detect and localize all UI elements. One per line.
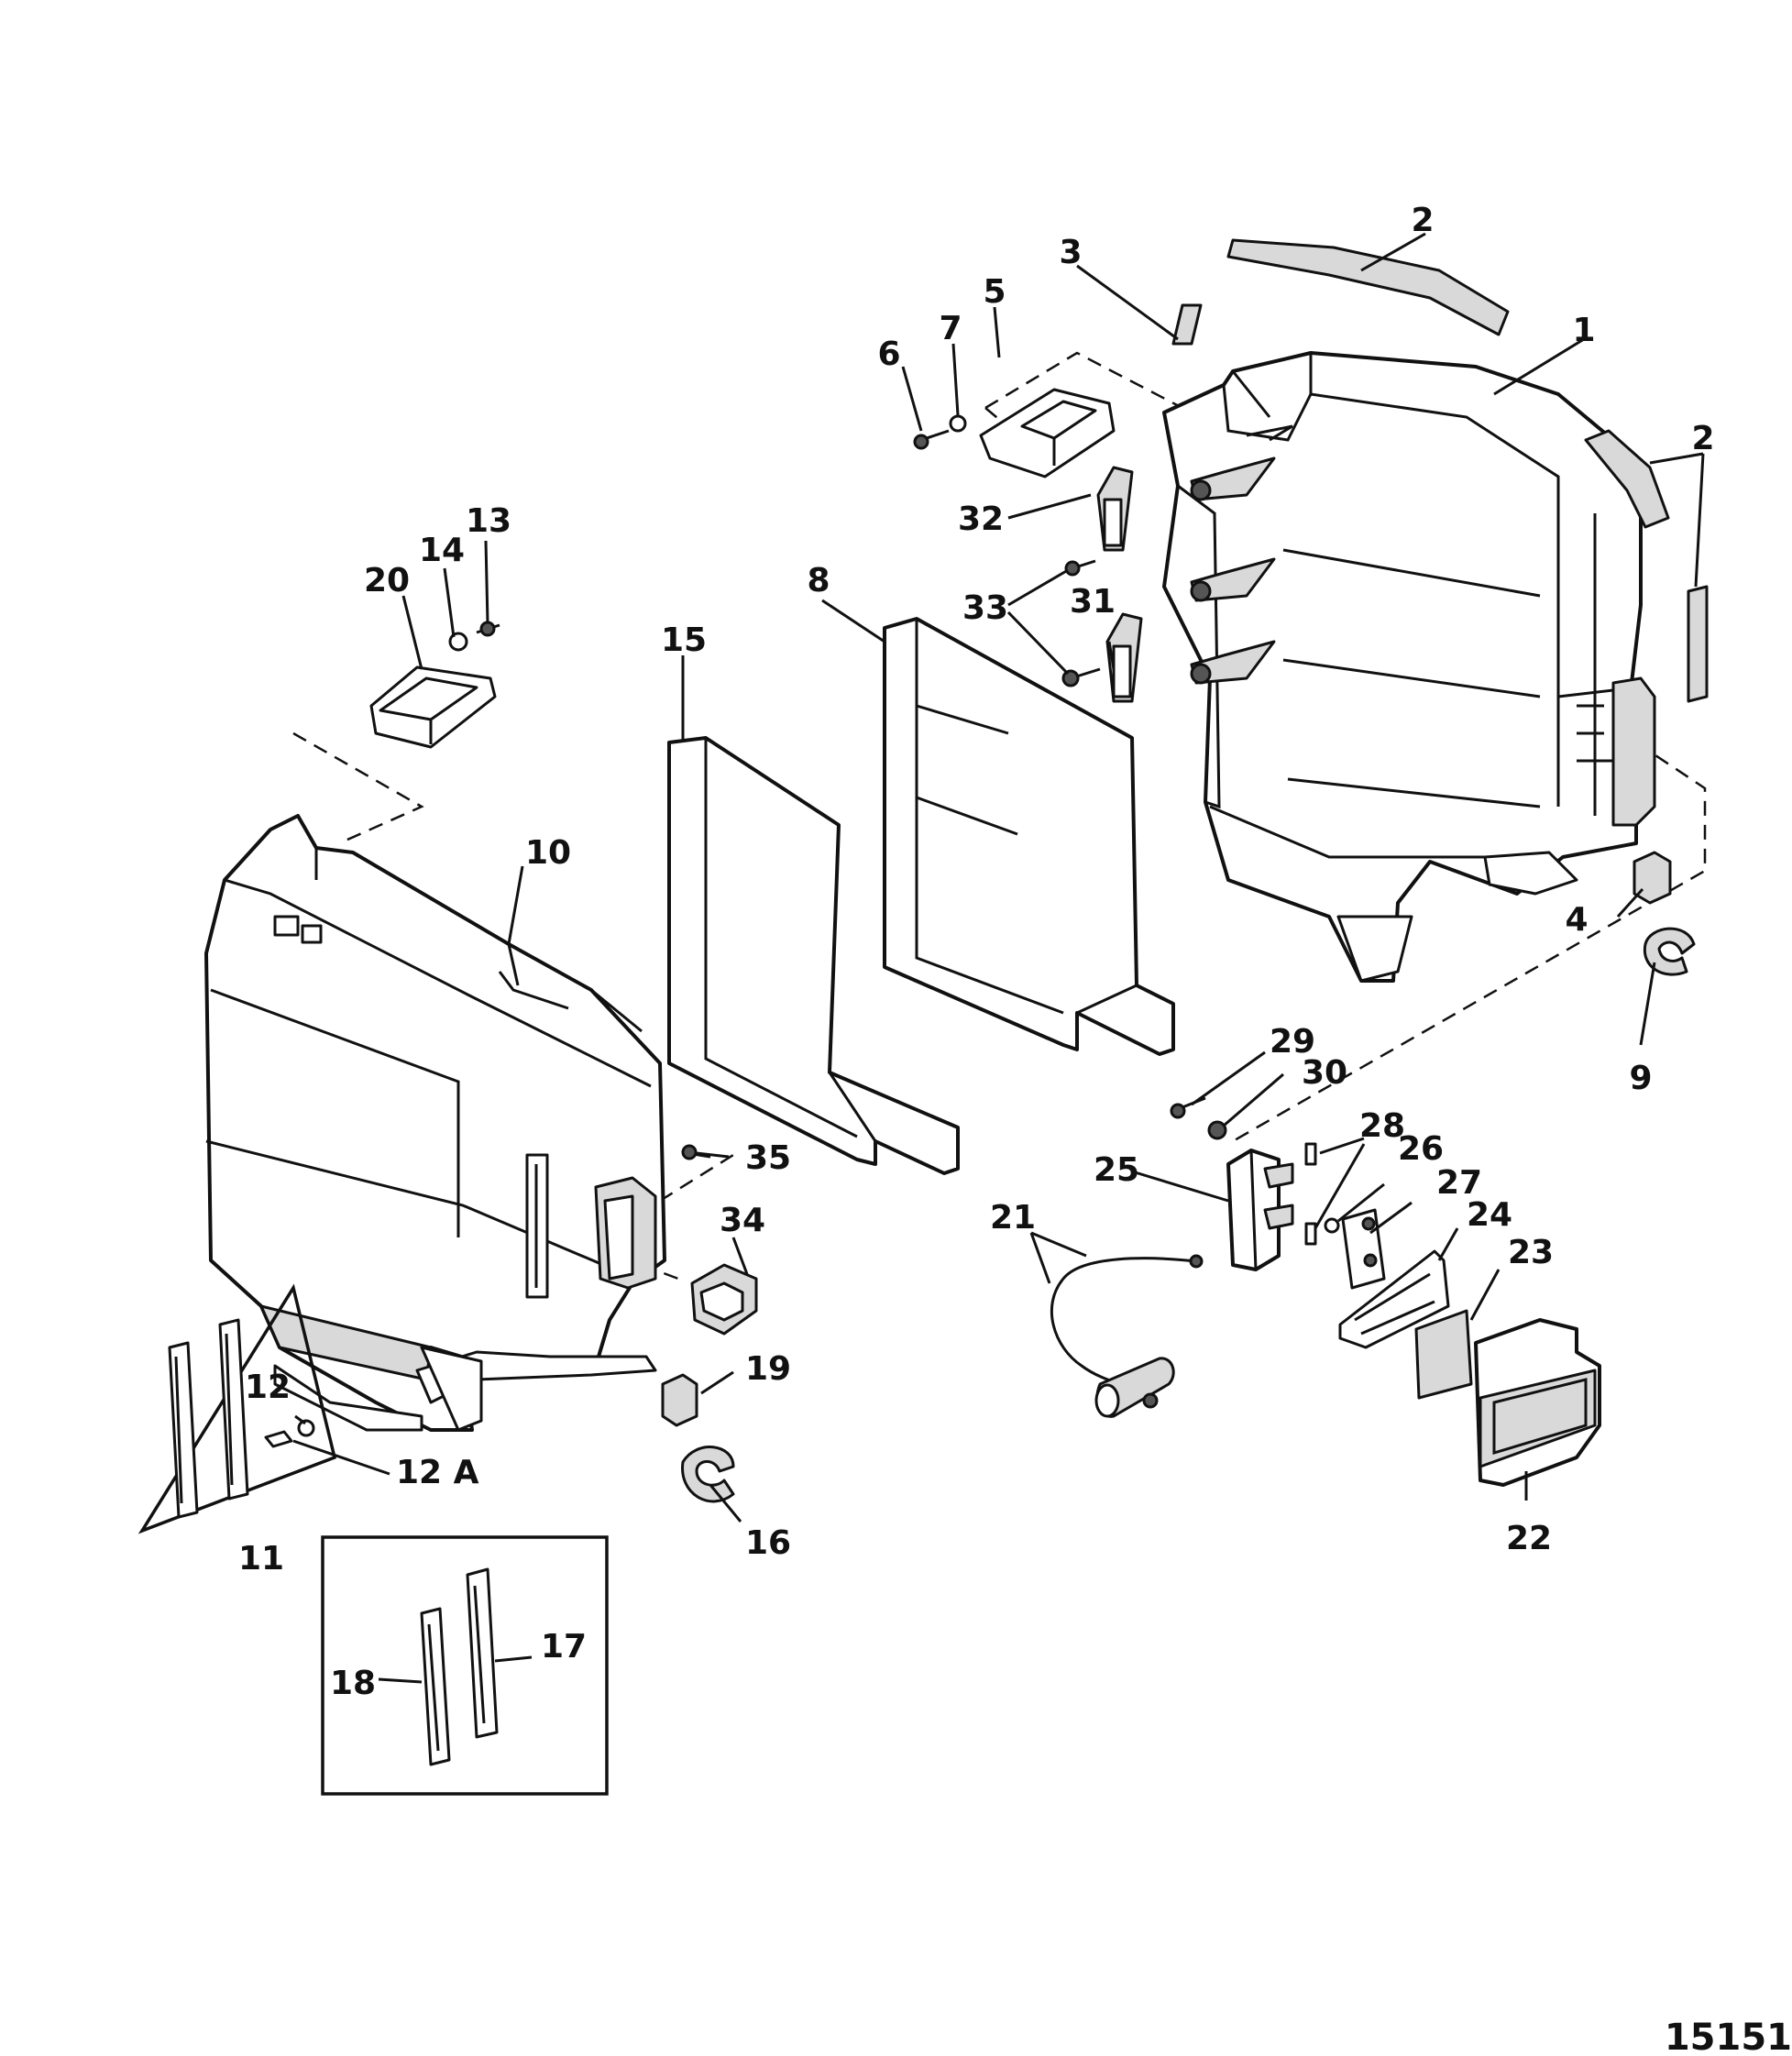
hinge-upper: [1096, 466, 1134, 552]
callout-23: 23: [1508, 1234, 1554, 1271]
latch-plate-27: [1341, 1208, 1386, 1290]
lanyard-21: [1050, 1254, 1204, 1418]
callout-13: 13: [466, 502, 511, 540]
rear-cowl: [1162, 351, 1656, 983]
rubber-bumper-4: [1633, 851, 1672, 905]
trim-strip-side: [1584, 429, 1709, 703]
hinge-screws: [1061, 559, 1101, 687]
grille-17: [466, 1567, 499, 1739]
callout-11: 11: [238, 1540, 284, 1578]
screw-29: [1170, 1096, 1206, 1119]
callout-12: 12: [245, 1369, 291, 1406]
clip-12a: [264, 1430, 293, 1448]
callout-20: 20: [364, 562, 410, 599]
callout-5: 5: [983, 273, 1006, 311]
callout-24: 24: [1467, 1196, 1512, 1234]
callout-7: 7: [939, 310, 962, 347]
callout-2-top: 2: [1411, 202, 1434, 239]
callout-2-side: 2: [1691, 420, 1714, 457]
springs-24: [1338, 1249, 1450, 1349]
callout-15: 15: [661, 621, 707, 659]
left-handle: [369, 665, 497, 749]
callout-35: 35: [745, 1139, 791, 1177]
washer-14: [448, 632, 468, 652]
callout-4: 4: [1565, 901, 1588, 939]
callout-21: 21: [990, 1199, 1036, 1237]
upper-handle: [979, 388, 1116, 478]
callout-19: 19: [745, 1350, 791, 1388]
callout-labels: 1 2 2 3 4 5 6 7 8 9 10 11 12 12 A 13 14 …: [238, 202, 1715, 1702]
latch-block-34: [690, 1263, 758, 1336]
pins-28: [1304, 1142, 1317, 1246]
grille-inset-box: [321, 1535, 609, 1796]
callout-14: 14: [419, 532, 465, 569]
trim-strip-top: [1226, 238, 1510, 336]
callout-32: 32: [958, 500, 1004, 538]
callout-8: 8: [807, 562, 830, 599]
sound-pad-15: [667, 736, 960, 1175]
callout-16: 16: [745, 1524, 791, 1562]
rubber-bumper-19: [661, 1373, 698, 1427]
grille-18: [420, 1607, 451, 1766]
grille-right: [218, 1318, 249, 1501]
callout-22: 22: [1506, 1520, 1552, 1557]
front-cowl: [204, 814, 666, 1432]
callout-17: 17: [541, 1628, 587, 1666]
grille-left: [168, 1341, 199, 1519]
screw-12: [297, 1419, 315, 1437]
screw-35: [681, 1144, 711, 1160]
clip-9: [1643, 927, 1696, 976]
callout-26: 26: [1398, 1130, 1444, 1168]
latch-housing-25: [1226, 1149, 1294, 1271]
callout-29: 29: [1270, 1023, 1315, 1061]
hinge-lower: [1105, 612, 1143, 703]
callout-30: 30: [1302, 1054, 1347, 1092]
screw-6: [913, 429, 950, 450]
sound-pad-8: [883, 617, 1175, 1056]
callout-10: 10: [525, 834, 571, 872]
callout-25: 25: [1094, 1151, 1139, 1189]
callout-33: 33: [962, 589, 1008, 627]
screw-13: [476, 621, 500, 637]
callout-6: 6: [877, 335, 900, 373]
callout-12a: 12 A: [396, 1454, 479, 1491]
washer-7: [949, 414, 967, 433]
latch-handle-22: [1474, 1318, 1601, 1487]
callout-9: 9: [1629, 1060, 1652, 1097]
leader-lines: [292, 232, 1705, 1684]
gasket-23: [1414, 1309, 1473, 1400]
callout-28: 28: [1359, 1107, 1405, 1145]
callout-3: 3: [1059, 234, 1082, 271]
callout-1: 1: [1572, 312, 1595, 349]
spring-30: [1207, 1120, 1227, 1140]
callout-18: 18: [330, 1665, 376, 1702]
callout-34: 34: [720, 1202, 765, 1239]
callout-31: 31: [1070, 583, 1116, 621]
trim-insert: [1171, 303, 1203, 346]
figure-number: 15151: [1665, 2017, 1792, 2056]
clip-16: [681, 1446, 735, 1503]
washer-26: [1324, 1217, 1340, 1234]
callout-27: 27: [1436, 1164, 1482, 1202]
